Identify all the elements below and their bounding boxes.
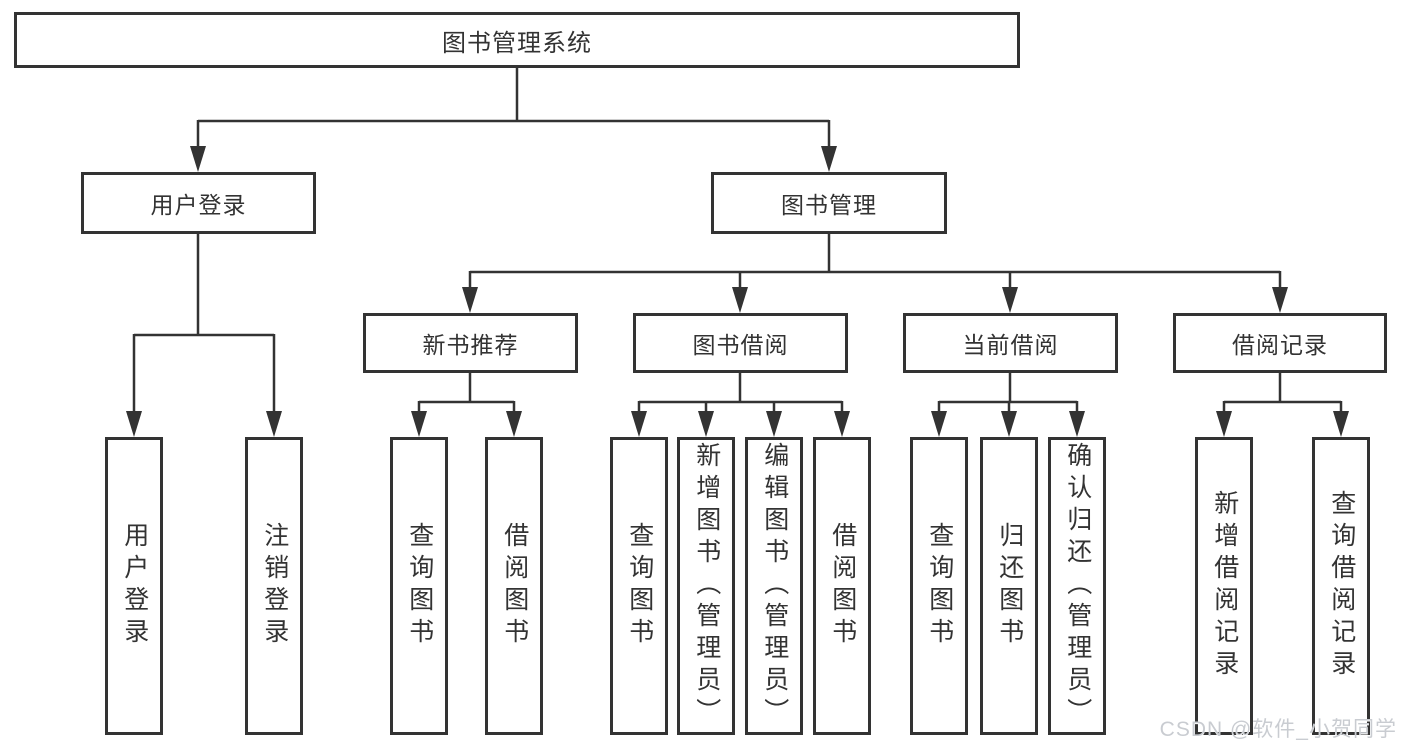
leaf-label: 确认归还（管理员） — [1063, 442, 1092, 730]
leaf-label: 用户登录 — [120, 522, 149, 650]
leaf-borrowing-query-book: 查询图书 — [610, 437, 668, 735]
leaf-current-return-book: 归还图书 — [980, 437, 1038, 735]
node-library-management-system: 图书管理系统 — [14, 12, 1020, 68]
node-label: 借阅记录 — [1232, 332, 1328, 358]
leaf-borrowing-edit-book-admin: 编辑图书（管理员） — [745, 437, 803, 735]
leaf-label: 查询图书 — [925, 522, 954, 650]
leaf-label: 查询图书 — [405, 522, 434, 650]
node-book-borrowing: 图书借阅 — [633, 313, 848, 373]
leaf-label: 新增图书（管理员） — [692, 442, 721, 730]
node-label: 图书管理 — [781, 192, 877, 218]
arrowheads — [126, 146, 1349, 437]
leaf-records-add-record: 新增借阅记录 — [1195, 437, 1253, 735]
leaf-current-query-book: 查询图书 — [910, 437, 968, 735]
node-label: 新书推荐 — [422, 332, 519, 358]
leaf-recommend-query-book: 查询图书 — [390, 437, 448, 735]
node-label: 图书管理系统 — [442, 29, 592, 57]
leaf-label: 编辑图书（管理员） — [760, 442, 789, 730]
node-new-book-recommendation: 新书推荐 — [363, 313, 578, 373]
leaf-label: 查询图书 — [625, 522, 654, 650]
leaf-label: 注销登录 — [260, 522, 289, 650]
leaf-borrowing-add-book-admin: 新增图书（管理员） — [677, 437, 735, 735]
node-label: 图书借阅 — [692, 332, 789, 358]
leaf-label: 借阅图书 — [500, 522, 529, 650]
node-current-borrowing: 当前借阅 — [903, 313, 1118, 373]
leaf-records-query-record: 查询借阅记录 — [1312, 437, 1370, 735]
node-borrowing-records: 借阅记录 — [1173, 313, 1387, 373]
leaf-borrowing-borrow-book: 借阅图书 — [813, 437, 871, 735]
leaf-logout: 注销登录 — [245, 437, 303, 735]
leaf-label: 归还图书 — [995, 522, 1024, 650]
node-book-management: 图书管理 — [711, 172, 947, 234]
leaf-recommend-borrow-book: 借阅图书 — [485, 437, 543, 735]
node-label: 当前借阅 — [962, 332, 1059, 358]
node-user-login: 用户登录 — [81, 172, 316, 234]
csdn-watermark: CSDN @软件_小贺同学 — [1159, 718, 1397, 741]
leaf-current-confirm-return-admin: 确认归还（管理员） — [1048, 437, 1106, 735]
leaf-user-login: 用户登录 — [105, 437, 163, 735]
leaf-label: 新增借阅记录 — [1210, 490, 1239, 682]
node-label: 用户登录 — [150, 192, 247, 218]
leaf-label: 查询借阅记录 — [1327, 490, 1356, 682]
leaf-label: 借阅图书 — [828, 522, 857, 650]
